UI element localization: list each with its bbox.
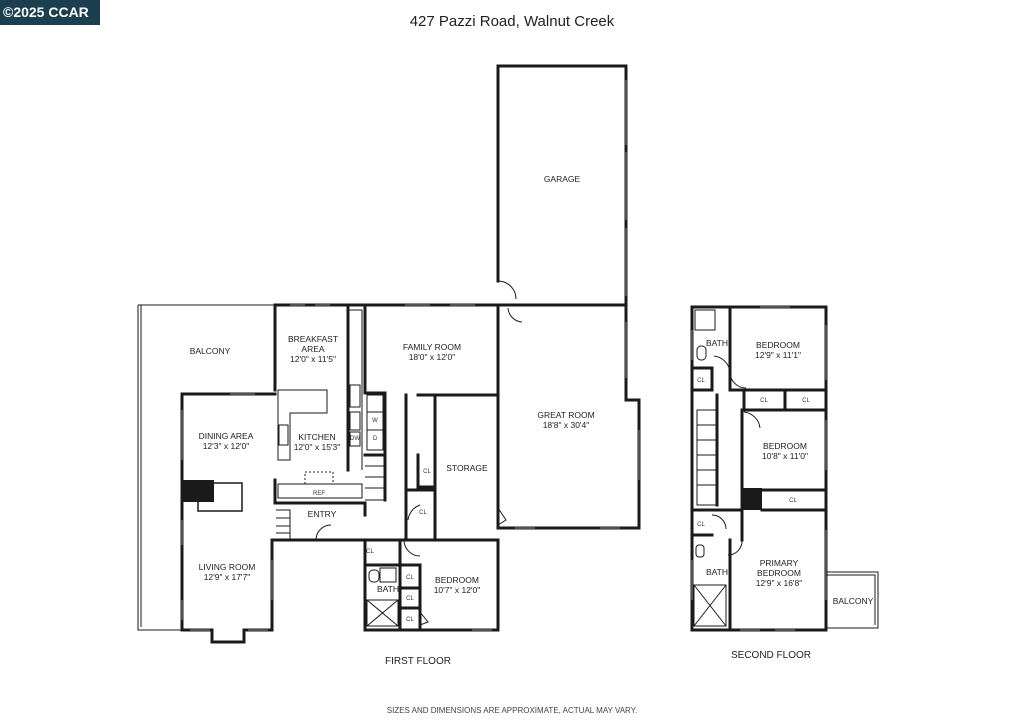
breakfast-label-1: BREAKFAST [288,334,338,344]
disclaimer: SIZES AND DIMENSIONS ARE APPROXIMATE, AC… [387,706,637,715]
great-room-dim: 18'8" x 30'4" [543,420,590,430]
garage-label: GARAGE [544,174,581,184]
bedroom-third-label: BEDROOM [763,441,807,451]
page-title: 427 Pazzi Road, Walnut Creek [409,13,615,30]
dishwasher-label: DW [350,436,360,442]
kitchen-dim: 12'0" x 15'3" [294,442,341,452]
closet-label: CL [423,469,431,475]
storage-label: STORAGE [446,463,488,473]
primary-bedroom-label-1: PRIMARY [760,558,799,568]
bedroom-first-dim: 10'7" x 12'0" [434,585,481,595]
primary-bedroom-dim: 12'9" x 16'8" [756,578,803,588]
dryer-label: D [373,436,378,442]
closet-label: CL [419,510,427,516]
refrigerator-label: REF [313,491,325,497]
second-floor-label: SECOND FLOOR [731,650,811,661]
bath-second-upper-label: BATH [706,338,728,348]
closet-label: CL [802,398,810,404]
bedroom-second-label: BEDROOM [756,340,800,350]
copyright-badge: ©2025 CCAR [0,0,100,25]
kitchen-label: KITCHEN [298,432,335,442]
breakfast-dim: 12'0" x 11'5" [290,354,336,364]
closet-label: CL [366,549,374,555]
bedroom-second-dim: 12'9" x 11'1" [755,350,801,360]
bedroom-first-label: BEDROOM [435,575,479,585]
first-floor-label: FIRST FLOOR [385,656,451,667]
living-room-label: LIVING ROOM [199,562,256,572]
first-floor-walls [137,64,641,644]
closet-label: CL [697,522,705,528]
balcony-second-label: BALCONY [833,596,874,606]
family-room-label: FAMILY ROOM [403,342,461,352]
closet-label: CL [697,378,705,384]
bath-first-label: BATH [377,584,399,594]
bath-second-lower-label: BATH [706,567,728,577]
bedroom-third-dim: 10'8" x 11'0" [762,451,808,461]
second-floor-walls [690,305,879,632]
great-room-label: GREAT ROOM [537,410,594,420]
dining-area-label: DINING AREA [199,431,254,441]
closet-label: CL [406,596,414,602]
closet-label: CL [789,498,797,504]
primary-bedroom-label-2: BEDROOM [757,568,801,578]
washer-label: W [372,418,378,424]
living-room-dim: 12'9" x 17'7" [204,572,251,582]
dining-area-dim: 12'3" x 12'0" [203,441,250,451]
closet-label: CL [760,398,768,404]
entry-label: ENTRY [308,509,337,519]
balcony-first-label: BALCONY [190,346,231,356]
closet-label: CL [406,617,414,623]
family-room-dim: 18'0" x 12'0" [409,352,456,362]
breakfast-label-2: AREA [301,344,324,354]
closet-label: CL [406,575,414,581]
